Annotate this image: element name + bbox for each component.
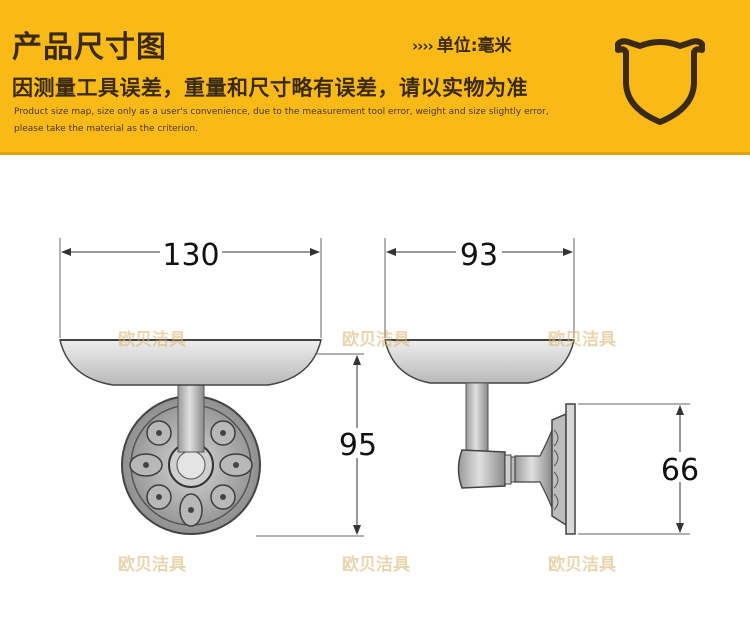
english-note: Product size map, size only as a user's … (14, 107, 549, 134)
unit-label: ››››单位:毫米 (412, 31, 512, 56)
wall-plate (565, 403, 576, 535)
side-height-label: 66 (661, 453, 699, 488)
watermark: 欧贝洁具 (548, 554, 616, 575)
shield-icon (615, 38, 705, 125)
side-view: 93 66 (384, 238, 705, 535)
watermark: 欧贝洁具 (118, 329, 186, 350)
soap-dish (59, 339, 322, 386)
watermarks: 欧贝洁具 欧贝洁具 欧贝洁具 欧贝洁具 欧贝洁具 欧贝洁具 (118, 329, 616, 575)
watermark: 欧贝洁具 (342, 554, 410, 575)
header-divider (0, 152, 750, 155)
wall-rosette (121, 395, 261, 535)
watermark: 欧贝洁具 (548, 329, 616, 350)
front-width-label: 130 (162, 238, 219, 273)
side-width-label: 93 (460, 238, 498, 273)
dimension-drawing: 130 (59, 238, 705, 575)
front-height-label: 95 (339, 428, 377, 463)
page-title: 产品尺寸图 (12, 30, 167, 65)
soap-dish-side (384, 339, 575, 384)
front-view: 130 (59, 238, 380, 537)
unit-text: 单位:毫米 (436, 36, 512, 56)
warning-text: 因测量工具误差，重量和尺寸略有误差，请以实物为准 (12, 76, 528, 100)
arrows-icon: ›››› (412, 37, 434, 55)
watermark: 欧贝洁具 (118, 554, 186, 575)
watermark: 欧贝洁具 (342, 329, 410, 350)
